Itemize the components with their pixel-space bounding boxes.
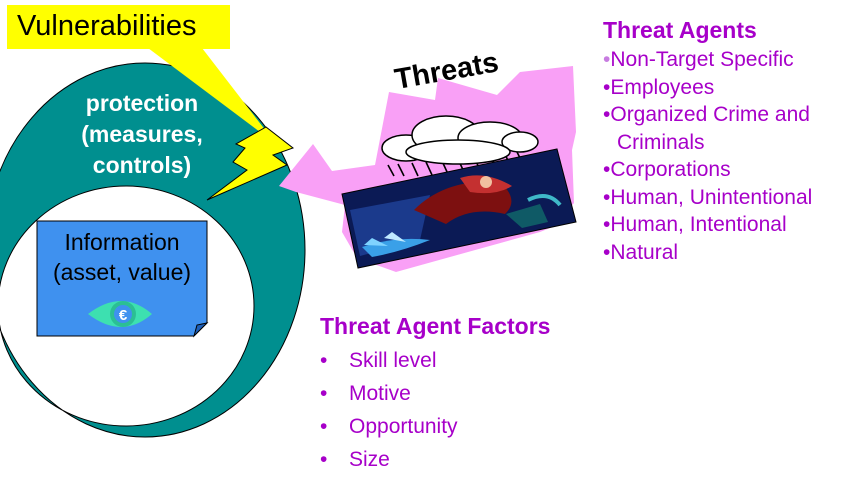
threat-agent-factors-list: Skill level Motive Opportunity Size [320, 344, 550, 476]
lightning-bolt-icon [206, 126, 295, 201]
threat-agent-factors-title: Threat Agent Factors [320, 313, 551, 339]
list-item: Organized Crime and Criminals [603, 101, 847, 156]
list-item: Skill level [320, 344, 550, 377]
list-item: Non-Target Specific [603, 46, 847, 74]
vulnerabilities-label: Vulnerabilities [7, 5, 230, 49]
protection-line: controls) [92, 152, 192, 178]
threat-agents-panel: Threat Agents Non-Target Specific Employ… [603, 14, 847, 266]
protection-ring [0, 62, 306, 438]
information-line: (asset, value) [52, 259, 192, 285]
vulnerability-pointer [148, 48, 276, 144]
list-item: Motive [320, 377, 550, 410]
protection-line: protection [85, 90, 199, 116]
protection-label: protection (measures, controls) [62, 88, 222, 181]
list-item: Human, Intentional [603, 211, 847, 239]
list-item: Human, Unintentional [603, 184, 847, 212]
list-item: Opportunity [320, 410, 550, 443]
threat-agents-list: Non-Target Specific Employees Organized … [603, 46, 847, 266]
surfer-wave-icon [341, 148, 577, 269]
list-item: Corporations [603, 156, 847, 184]
information-label: Information (asset, value) [37, 227, 207, 287]
list-item: Employees [603, 74, 847, 102]
euro-icon: € [88, 301, 152, 327]
information-line: Information [64, 229, 180, 255]
protection-line: (measures, [81, 121, 203, 147]
threat-agent-factors-panel: Threat Agent Factors Skill level Motive … [320, 310, 550, 476]
list-item: Natural [603, 239, 847, 267]
svg-text:€: € [119, 307, 128, 324]
threat-agents-title: Threat Agents [603, 17, 757, 43]
card-fold [193, 322, 209, 338]
list-item: Size [320, 443, 550, 476]
